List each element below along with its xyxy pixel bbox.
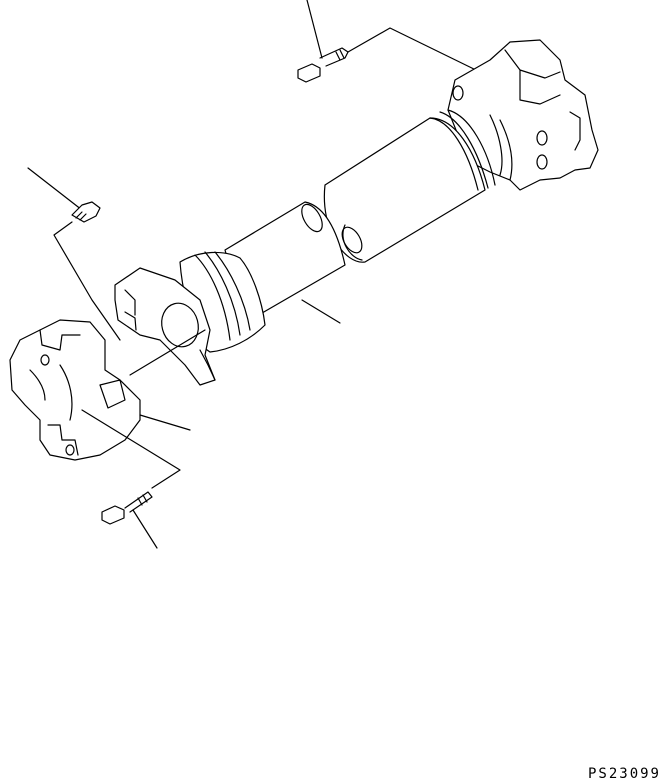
front-yoke <box>114 251 266 386</box>
drawing-code: PS23099 <box>587 766 661 782</box>
lower-bolt <box>81 409 181 549</box>
grease-nipple <box>27 167 121 341</box>
upper-bolt <box>297 0 481 83</box>
